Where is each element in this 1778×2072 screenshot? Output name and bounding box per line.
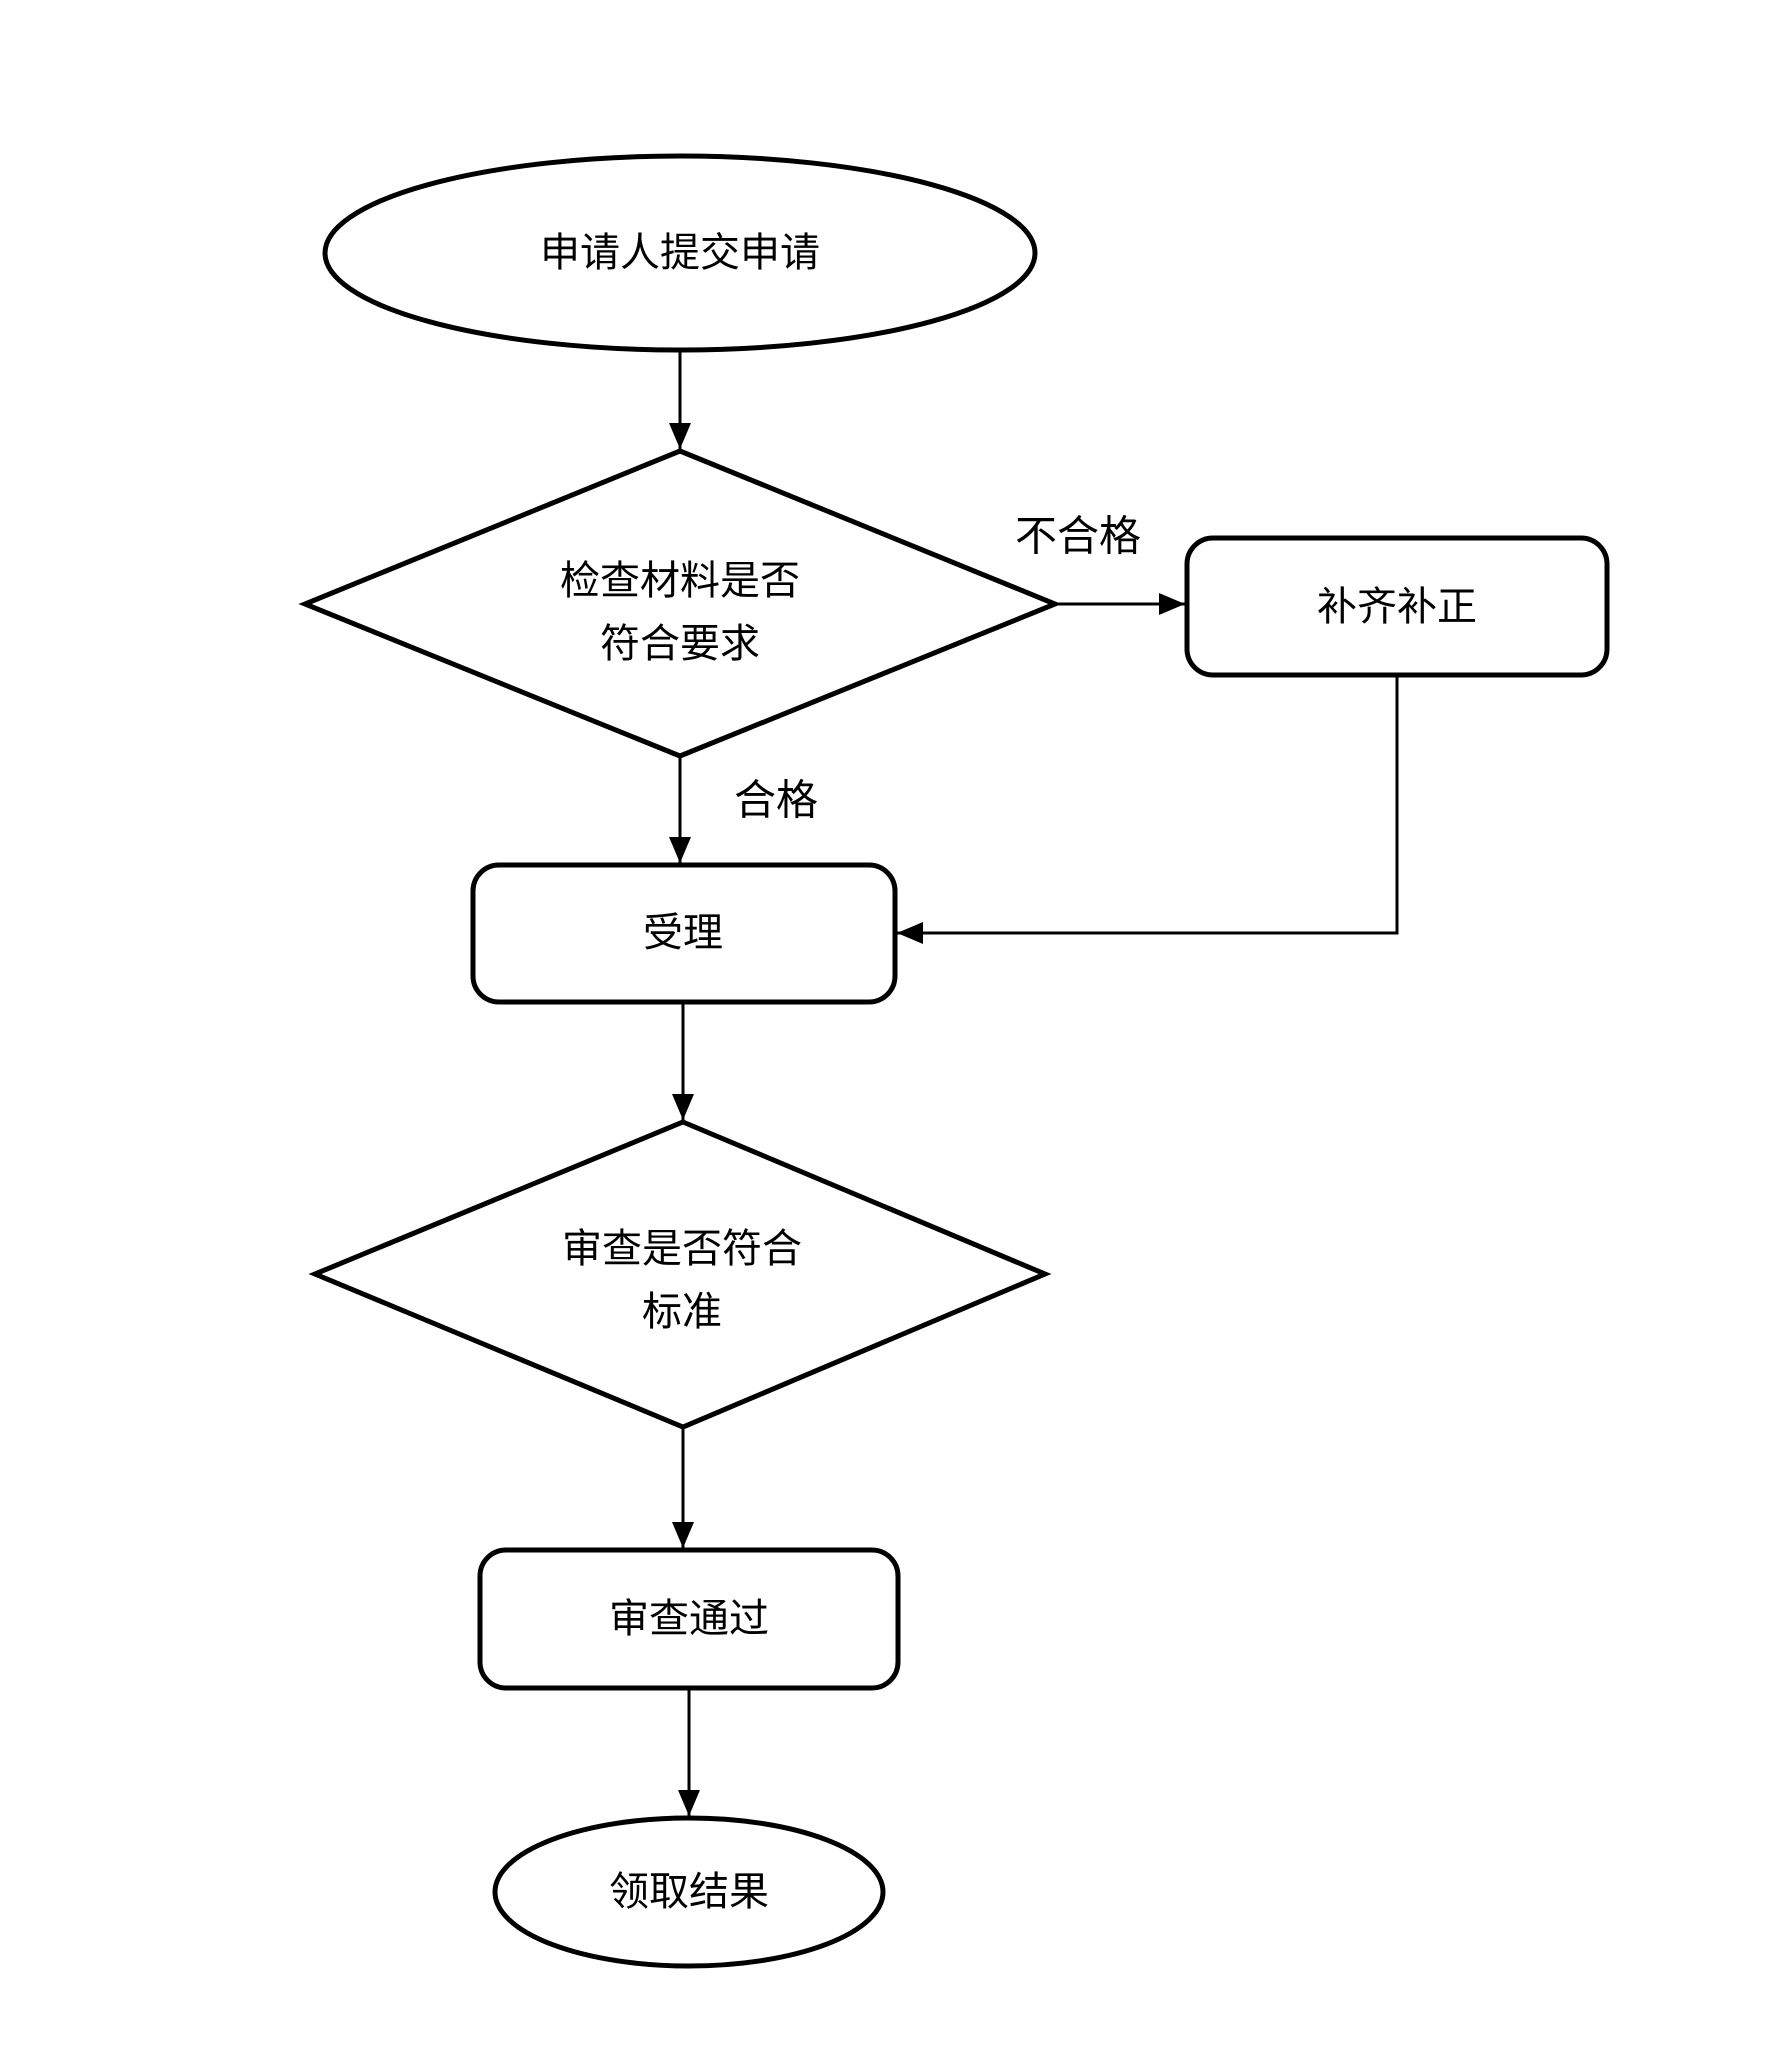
check-materials-decision-shape: [298, 448, 1062, 759]
review-standard-decision-label: 审查是否符合 标准: [562, 1218, 802, 1344]
check-materials-label-line2: 符合要求: [600, 621, 760, 667]
start-node-shape: [322, 153, 1038, 353]
review-standard-label-line1: 审查是否符合: [562, 1226, 802, 1272]
review-standard-decision-shape: [308, 1119, 1052, 1430]
review-passed-label: 审查通过: [609, 1596, 769, 1642]
unqualified-branch-label: 不合格: [1014, 511, 1142, 561]
start-node-label: 申请人提交申请: [540, 230, 820, 276]
supplement-correct-label: 补齐补正: [1317, 584, 1477, 630]
accept-process-shape: [470, 862, 898, 1005]
supplement-correct-process-shape: [1184, 535, 1610, 678]
accept-label: 受理: [643, 910, 723, 956]
edge-supplement-to-accept: [897, 676, 1399, 944]
end-node-shape: [492, 1815, 886, 1969]
end-node-label: 领取结果: [609, 1869, 769, 1915]
review-passed-process-shape: [477, 1547, 901, 1691]
review-standard-label-line2: 标准: [642, 1289, 722, 1335]
qualified-branch-label: 合格: [733, 775, 819, 825]
check-materials-label-line1: 检查材料是否: [560, 558, 800, 604]
check-materials-decision-label: 检查材料是否 符合要求: [560, 550, 800, 676]
